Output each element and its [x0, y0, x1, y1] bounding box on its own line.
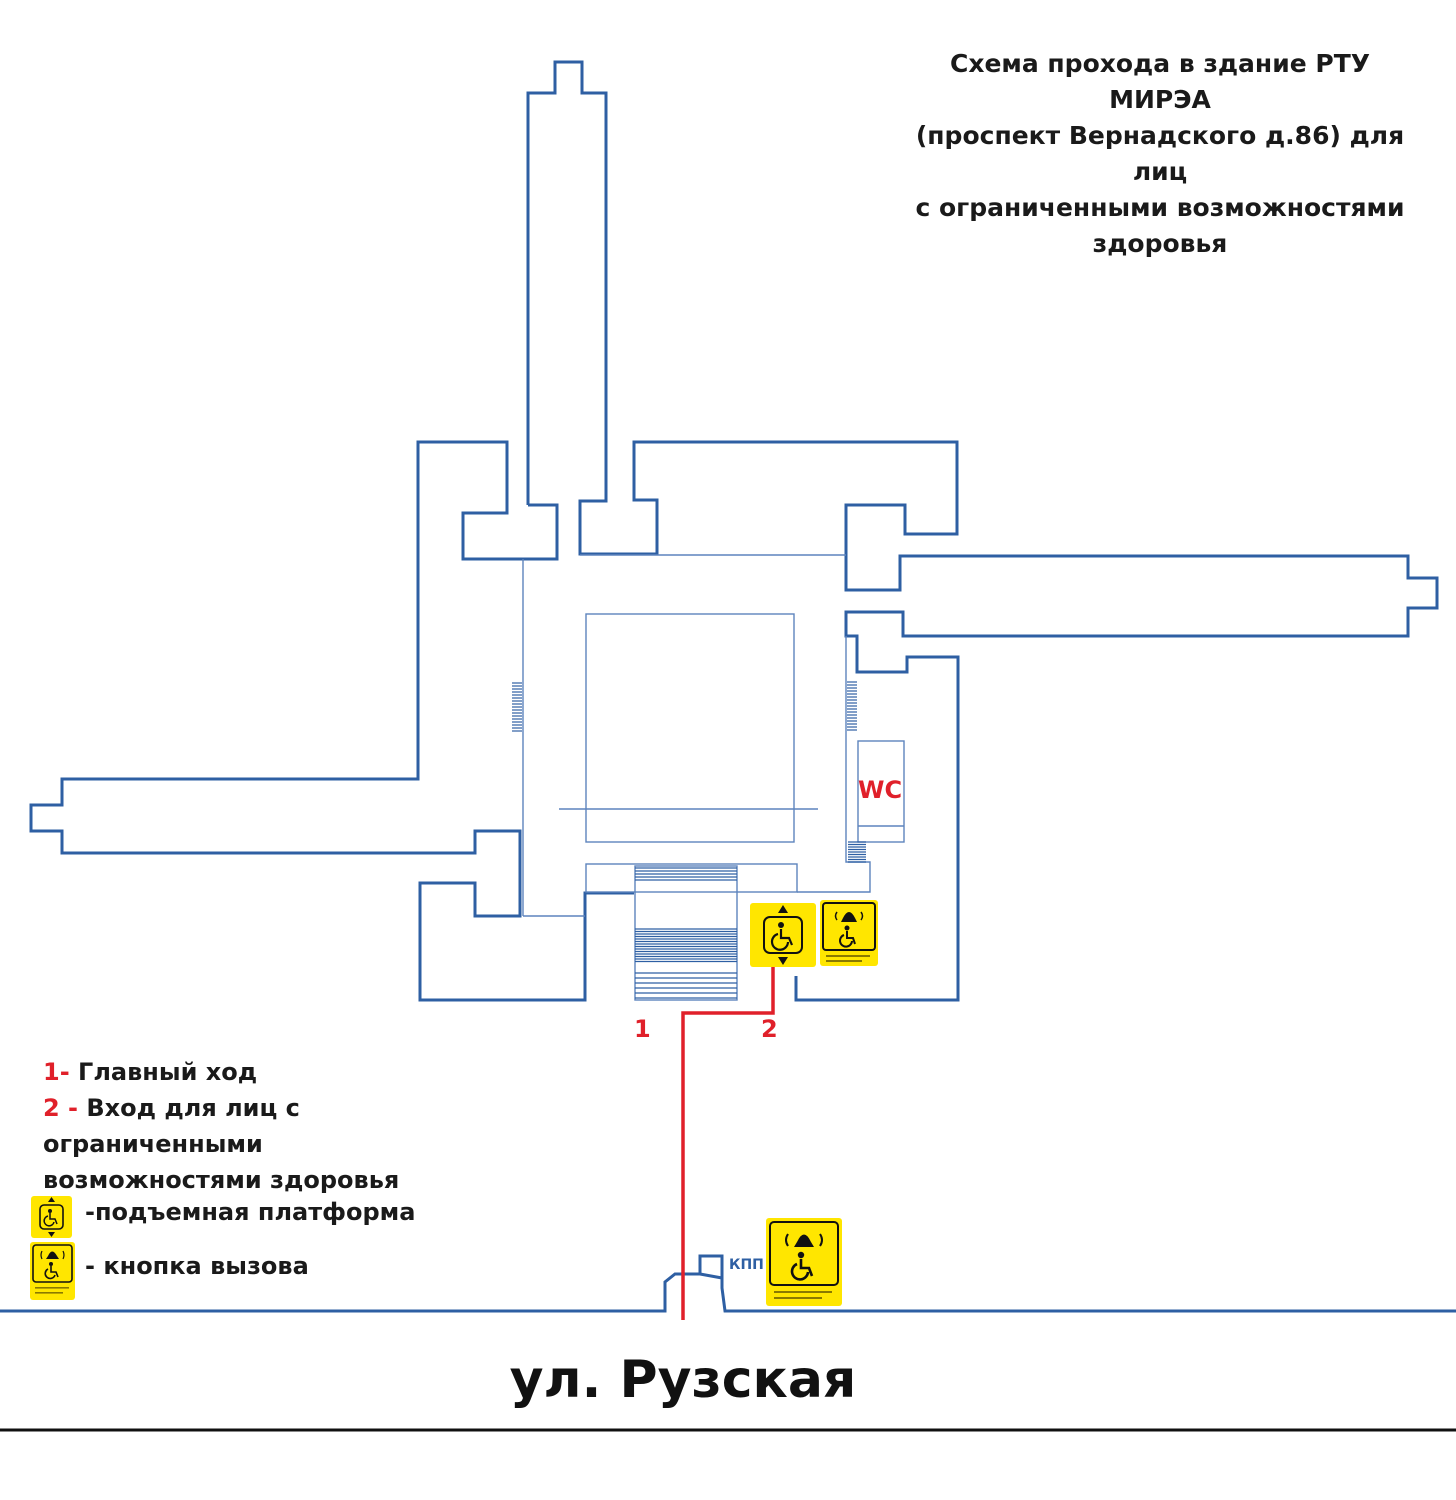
legend-text: ограниченными	[43, 1130, 263, 1158]
legend-text: Главный ход	[69, 1058, 258, 1086]
legend-num: 2 -	[43, 1094, 79, 1122]
street-boundary-north	[0, 1254, 1456, 1313]
main-entrance-stairs	[634, 865, 738, 1001]
checkpoint-label: КПП	[729, 1257, 764, 1273]
wc-room	[857, 740, 905, 843]
call-bell-wheelchair-icon	[30, 1242, 75, 1300]
title-line: здоровья	[1092, 229, 1228, 258]
wc-stairs	[848, 841, 866, 863]
legend-item-main: 1- Главный ход	[43, 1054, 399, 1090]
north-wing-wall	[526, 60, 1439, 1002]
checkpoint-booth	[699, 1272, 723, 1280]
legend-text: Вход для лиц с	[78, 1094, 300, 1122]
main-entrance-label: 1	[634, 1015, 651, 1043]
call-bell-wheelchair-icon	[766, 1218, 842, 1306]
west-stairs	[512, 682, 522, 732]
call-bell-wheelchair-icon	[820, 900, 878, 966]
west-wing-wall	[29, 440, 634, 1002]
title-line: Схема прохода в здание РТУ МИРЭА	[949, 49, 1371, 114]
wheelchair-lift-icon	[750, 903, 816, 967]
map-title: Схема прохода в здание РТУ МИРЭА (проспе…	[900, 46, 1420, 262]
wheelchair-lift-icon	[31, 1196, 72, 1238]
accessible-route	[681, 965, 775, 1320]
accessible-entrance-label: 2	[761, 1015, 778, 1043]
legend-platform-text: -подъемная платформа	[85, 1198, 416, 1226]
east-stairs	[847, 681, 857, 731]
lobby	[585, 863, 798, 893]
legend-text: возможностями здоровья	[43, 1166, 400, 1194]
atrium	[585, 613, 795, 843]
legend-call-button-text: - кнопка вызова	[85, 1252, 309, 1280]
legend: 1- Главный ход 2 - Вход для лиц с ограни…	[43, 1054, 399, 1198]
title-line: с ограниченными возможностями	[915, 193, 1405, 222]
legend-item-accessible: 2 - Вход для лиц с	[43, 1090, 399, 1126]
street-name: ул. Рузская	[509, 1350, 857, 1410]
corridor-line-east	[797, 636, 871, 893]
wc-label: WC	[858, 776, 903, 804]
title-line: (проспект Вернадского д.86) для лиц	[915, 121, 1405, 186]
legend-num: 1-	[43, 1058, 70, 1086]
